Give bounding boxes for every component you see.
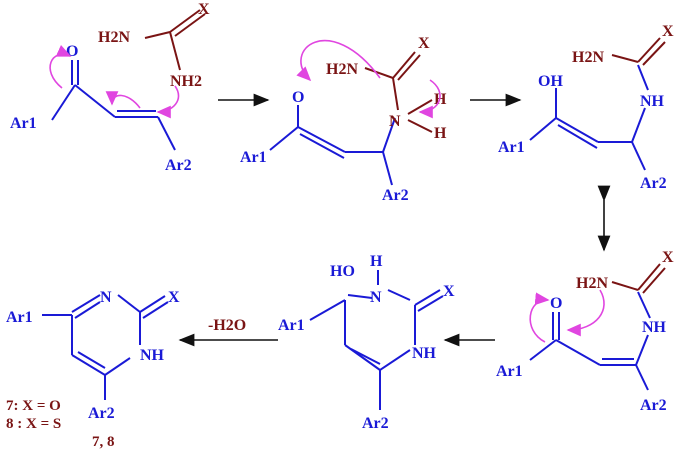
ar2-label: Ar2	[165, 157, 192, 174]
ar1-label: Ar1	[240, 149, 267, 166]
ring-h: H	[370, 253, 383, 270]
structure-chalcone-and-reagent: O Ar1 Ar2 H2N X NH2	[10, 1, 210, 174]
caption-line-1: 7: X = O	[6, 398, 61, 414]
ar1-label: Ar1	[10, 115, 37, 132]
curly-arrow-7	[529, 292, 550, 343]
structure-enolate-ammonium: O Ar1 Ar2 H2N X N H H	[240, 35, 447, 204]
amide-nh: NH	[642, 319, 667, 336]
ar2-label: Ar2	[382, 187, 409, 204]
ring-nh: NH	[140, 347, 165, 364]
curly-arrow-4	[296, 39, 381, 82]
reagent-x: X	[662, 23, 674, 40]
curly-arrow-5	[418, 79, 441, 119]
ammonium-n: N	[389, 113, 401, 130]
compound-numbers: 7, 8	[92, 434, 115, 450]
structure-keto-intermediate: O Ar1 Ar2 NH H2N X	[496, 249, 674, 414]
enolate-oxygen: O	[292, 89, 304, 106]
reagent-h2n: H2N	[576, 275, 608, 292]
ar2-label: Ar2	[362, 415, 389, 432]
enol-oh: OH	[538, 73, 563, 90]
ar1-label: Ar1	[498, 139, 525, 156]
ar2-label: Ar2	[88, 405, 115, 422]
curly-arrow-3	[156, 85, 180, 119]
ar2-label: Ar2	[640, 397, 667, 414]
ring-n: N	[100, 289, 112, 306]
curly-arrow-1	[49, 44, 72, 89]
structure-enol: OH Ar1 Ar2 NH H2N X	[498, 23, 674, 192]
ring-x: X	[443, 283, 455, 300]
reagent-x: X	[662, 249, 674, 266]
ar1-label: Ar1	[496, 363, 523, 380]
caption-line-2: 8 : X = S	[6, 416, 61, 432]
ar2-label: Ar2	[640, 175, 667, 192]
reagent-x: X	[198, 1, 210, 18]
ar1-label: Ar1	[278, 317, 305, 334]
curly-arrow-2	[105, 91, 141, 109]
structure-cyclic-hemiaminal: HO H N X NH Ar1 Ar2	[278, 253, 455, 432]
amide-nh: NH	[640, 93, 665, 110]
ring-nh: NH	[412, 345, 437, 362]
hydroxy-ho: HO	[330, 263, 355, 280]
reagent-nh2-lone: NH2	[170, 73, 202, 90]
structure-pyrimidine-product: N X NH Ar1 Ar2 7: X = O 8 : X = S 7, 8	[6, 289, 180, 450]
ring-x: X	[168, 289, 180, 306]
reagent-h2n: H2N	[572, 49, 604, 66]
carbonyl-oxygen: O	[66, 43, 78, 60]
dehydration-label: -H2O	[208, 317, 246, 334]
carbonyl-oxygen: O	[550, 295, 562, 312]
reagent-x: X	[418, 35, 430, 52]
ammonium-h2: H	[434, 125, 447, 142]
ring-n: N	[370, 289, 382, 306]
ar1-label: Ar1	[6, 309, 33, 326]
reagent-h2n: H2N	[326, 61, 358, 78]
reagent-h2n: H2N	[98, 29, 130, 46]
curly-arrow-6	[566, 289, 605, 337]
